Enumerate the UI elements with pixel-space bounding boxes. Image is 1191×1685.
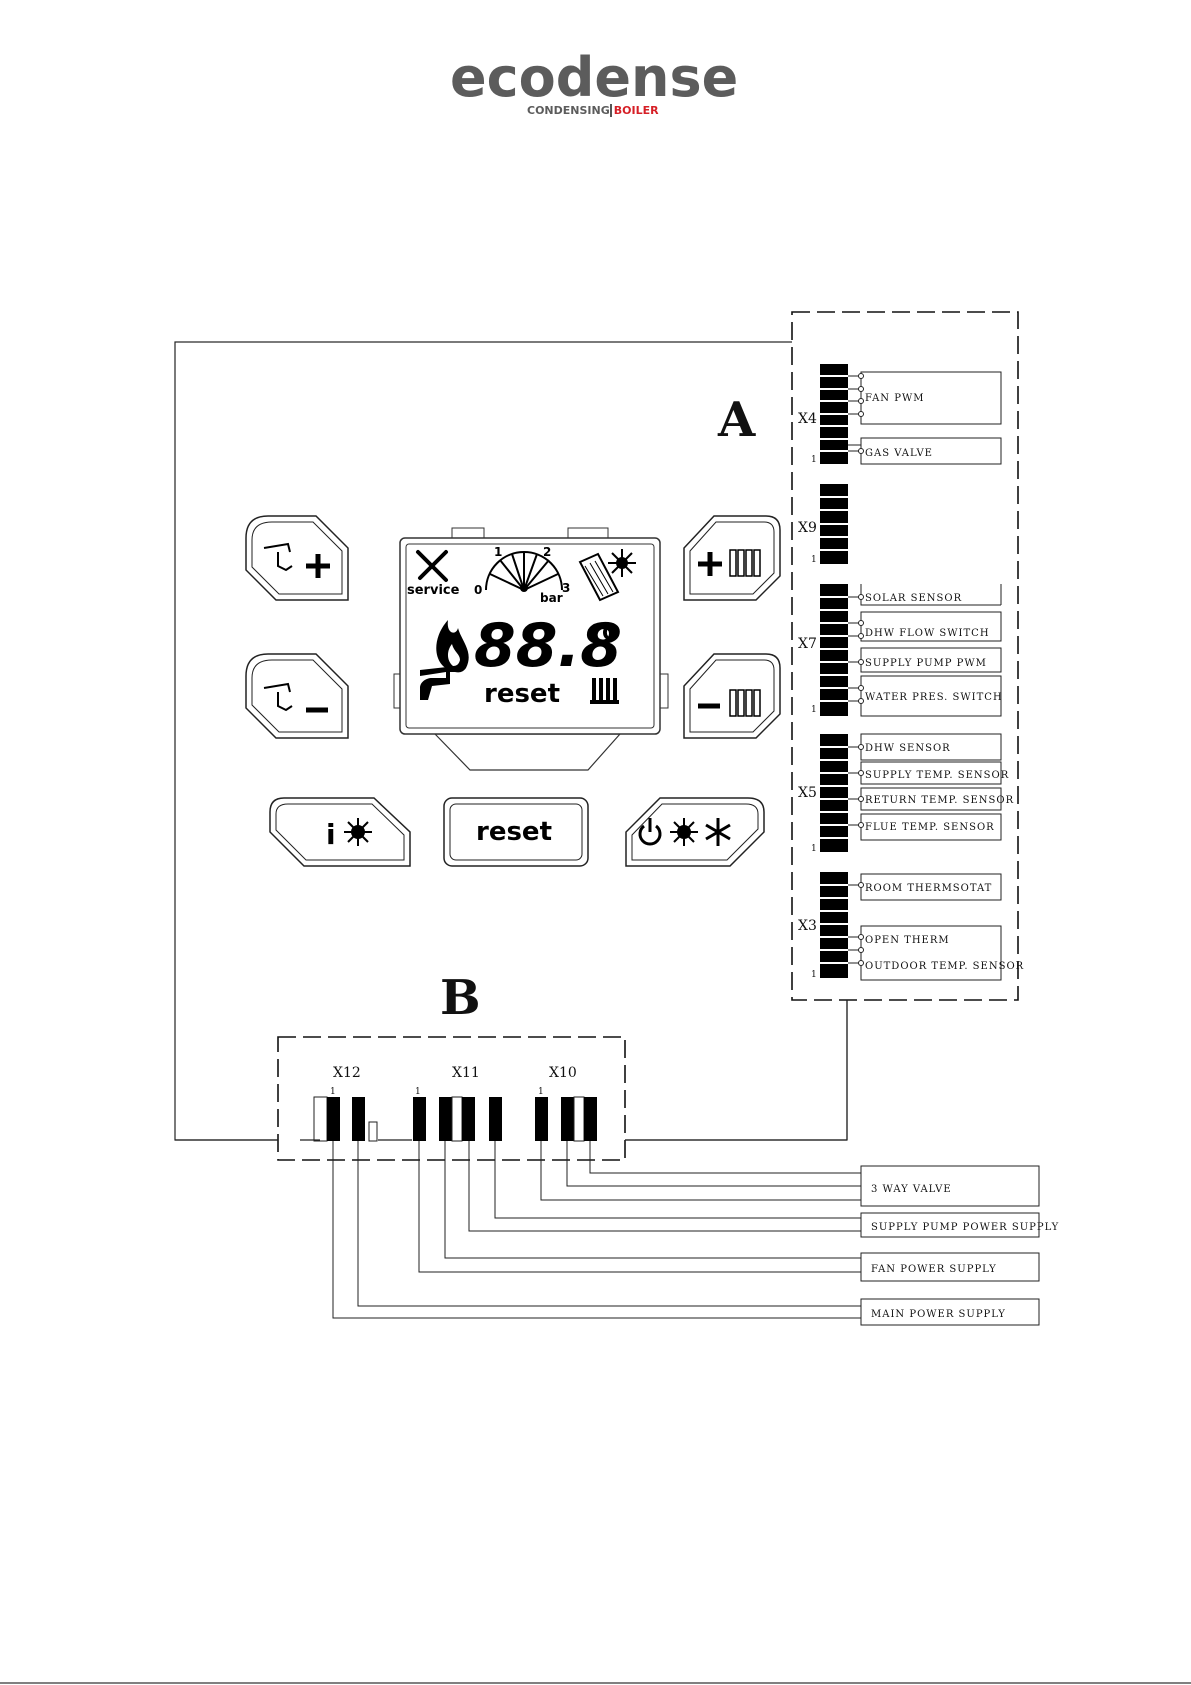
gauge-tick-2: 2 <box>543 545 551 559</box>
plus-icon <box>698 552 722 576</box>
reset-button[interactable]: reset <box>443 797 589 867</box>
snowflake-icon <box>705 818 731 846</box>
tap-icon <box>263 542 293 572</box>
pin-one-marker: 1 <box>811 455 817 465</box>
pin-one-marker: 1 <box>811 555 817 565</box>
gauge-tick-0: 0 <box>474 583 482 597</box>
label-gas-valve: GAS VALVE <box>865 448 933 459</box>
pin-one-marker: 1 <box>811 705 817 715</box>
label-solar-sensor: SOLAR SENSOR <box>865 593 962 604</box>
gauge-bar-unit: bar <box>540 591 563 605</box>
dhw-plus-button[interactable] <box>245 515 349 601</box>
logo-subtitle-right: BOILER <box>609 104 659 117</box>
gauge-tick-1: 1 <box>494 545 502 559</box>
connector-x5 <box>820 734 848 852</box>
board-outline <box>174 341 848 1141</box>
connector-x9 <box>820 484 848 564</box>
service-label: service <box>407 583 460 598</box>
label-flue-temp-sensor: FLUE TEMP. SENSOR <box>865 822 995 833</box>
radiator-icon <box>729 549 761 577</box>
pin-one-marker: 1 <box>811 970 817 980</box>
label-supply-pump-pwm: SUPPLY PUMP PWM <box>865 658 987 669</box>
service-wrench-icon <box>416 550 448 582</box>
label-main-power-supply: MAIN POWER SUPPLY <box>871 1309 1006 1320</box>
label-fan-pwm: FAN PWM <box>865 393 924 404</box>
info-icon: i <box>326 818 336 851</box>
label-room-thermostat: ROOM THERMSOTAT <box>865 883 992 894</box>
power-mode-button[interactable] <box>625 797 765 867</box>
plus-icon <box>306 554 330 578</box>
power-icon <box>638 818 662 846</box>
connector-x4 <box>820 364 848 464</box>
connector-x5-label: X5 <box>798 785 817 801</box>
pressure-gauge-icon <box>485 551 563 592</box>
pin-one-marker: 1 <box>811 844 817 854</box>
right-wiring <box>848 371 1002 981</box>
connector-x7 <box>820 584 848 716</box>
label-water-pres-switch: WATER PRES. SWITCH <box>865 692 1003 703</box>
lcd-reset-label: reset <box>484 679 560 709</box>
connector-x3-label: X3 <box>798 918 817 934</box>
label-open-therm: OPEN THERM <box>865 935 950 946</box>
label-supply-pump-power-supply: SUPPLY PUMP POWER SUPPLY <box>871 1222 1059 1233</box>
reset-button-label: reset <box>476 817 552 847</box>
temperature-digits: 88.8 <box>474 611 622 681</box>
connector-x4-label: X4 <box>798 411 817 427</box>
connector-x10 <box>535 1096 597 1142</box>
label-dhw-flow-switch: DHW FLOW SWITCH <box>865 628 990 639</box>
label-return-temp-sensor: RETURN TEMP. SENSOR <box>865 795 1014 806</box>
sun-icon <box>670 818 698 846</box>
pin-one-marker: 1 <box>330 1087 336 1097</box>
label-fan-power-supply: FAN POWER SUPPLY <box>871 1264 997 1275</box>
solar-panel-icon <box>578 552 620 602</box>
bottom-wiring <box>332 1141 1040 1326</box>
info-solar-button[interactable]: i <box>269 797 411 867</box>
region-b-label: B <box>440 970 481 1026</box>
radiator-icon <box>590 678 619 704</box>
connector-x10-label: X10 <box>549 1065 577 1081</box>
heating-minus-button[interactable] <box>683 653 781 739</box>
connector-x11 <box>413 1096 502 1142</box>
radiator-icon <box>729 689 761 717</box>
pin-one-marker: 1 <box>415 1087 421 1097</box>
connector-x12-label: X12 <box>333 1065 361 1081</box>
label-dhw-sensor: DHW SENSOR <box>865 743 951 754</box>
heating-plus-button[interactable] <box>683 515 781 601</box>
connector-x9-label: X9 <box>798 520 817 536</box>
lcd-display: service 0 1 2 3 bar <box>393 527 669 771</box>
connector-x11-label: X11 <box>452 1065 480 1081</box>
hot-water-tap-icon <box>420 666 456 700</box>
logo-wordmark: ecodense <box>450 46 739 109</box>
flame-icon <box>436 620 469 673</box>
sun-icon <box>344 818 372 846</box>
dhw-minus-button[interactable] <box>245 653 349 739</box>
label-3-way-valve: 3 WAY VALVE <box>871 1184 952 1195</box>
label-supply-temp-sensor: SUPPLY TEMP. SENSOR <box>865 770 1009 781</box>
gauge-tick-3: 3 <box>562 581 570 595</box>
region-a-label: A <box>717 392 756 448</box>
pin-one-marker: 1 <box>538 1087 544 1097</box>
label-outdoor-temp-sensor: OUTDOOR TEMP. SENSOR <box>865 961 1024 972</box>
tap-icon <box>263 682 293 712</box>
logo-subtitle-left: CONDENSING <box>527 104 610 117</box>
connector-x12 <box>313 1096 378 1142</box>
sun-icon <box>608 549 636 577</box>
connector-x3 <box>820 872 848 978</box>
temperature-unit: °C <box>592 621 617 645</box>
connector-x7-label: X7 <box>798 636 817 652</box>
